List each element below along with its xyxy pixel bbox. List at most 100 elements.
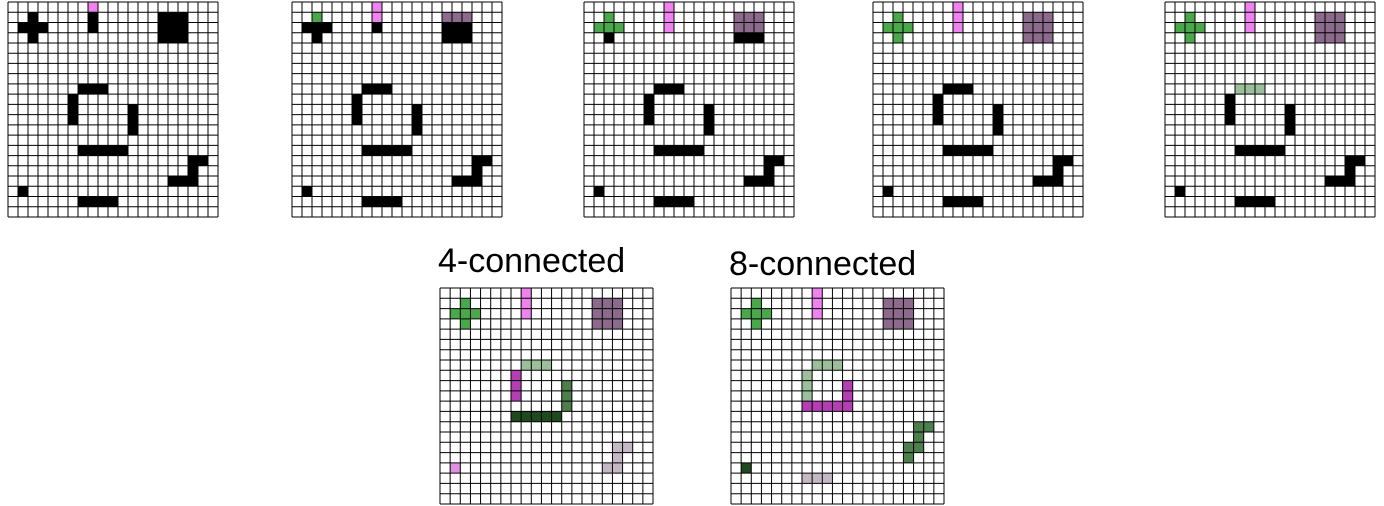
grid-cell-pink [664, 2, 674, 13]
grid-cell-black [118, 145, 128, 156]
grid-cell-light_green [1255, 83, 1265, 95]
grid-cell-purple [754, 22, 764, 33]
grid-cell-mid_green [561, 380, 572, 391]
grid-cell-black [1225, 94, 1235, 105]
grid-cell-black [462, 32, 472, 43]
grid-cell-black [372, 196, 382, 207]
grid-cell-black [178, 22, 188, 33]
grid-cell-black [352, 104, 362, 115]
caption-8-connected: 8-connected [729, 245, 917, 283]
grid-cell-black [472, 176, 482, 187]
grid-cell-purple [462, 12, 472, 23]
grid-cell-green [893, 22, 903, 33]
grid-cell-black [674, 196, 684, 207]
grid-cell-black [452, 32, 462, 43]
grid-cell-green [460, 308, 471, 319]
grid-cell-green [1185, 32, 1195, 43]
grid-cell-black [442, 22, 452, 33]
grid-cell-black [352, 114, 362, 125]
grid-cell-mid_green [923, 421, 934, 432]
grid-cell-black [1325, 176, 1335, 187]
grid-cell-black [452, 176, 462, 187]
grid-cell-purple [442, 12, 452, 23]
grid-cell-black [1063, 155, 1073, 166]
grid-cell-black [108, 145, 118, 156]
grid-cell-green [594, 22, 604, 33]
grid-cell-black [188, 155, 198, 166]
grid-cell-black [88, 12, 98, 23]
grid-cell-black [482, 155, 492, 166]
grid-cell-magenta [842, 401, 853, 412]
grid-cell-black [392, 196, 402, 207]
grid-cell-black [704, 114, 714, 125]
grid-cell-black [402, 145, 412, 156]
grid-cell-black [198, 155, 208, 166]
grid-cell-black [1175, 186, 1185, 197]
grid-cell-black [1043, 176, 1053, 187]
grid-cell-light_gray [612, 452, 623, 463]
grid-cell-pink [372, 12, 382, 23]
grid-cell-black [1033, 176, 1043, 187]
grid-cell-green [1175, 22, 1185, 33]
grid-cell-black [322, 22, 332, 33]
grid-cell-green [1185, 22, 1195, 33]
grid-cell-black [973, 196, 983, 207]
grid-lines [291, 1, 503, 218]
grid-cell-light_gray [802, 473, 813, 484]
grid-cell-black [128, 124, 138, 136]
grid-cell-light_green [1235, 83, 1245, 95]
grid-cell-dark_green [521, 411, 532, 422]
grid-cell-black [372, 145, 382, 156]
grid-panel-result-4-connected [439, 287, 654, 505]
grid-cell-black [993, 114, 1003, 125]
grid-cell-green [312, 12, 322, 23]
grid-cell-purple [744, 22, 754, 33]
grid-cell-purple [734, 22, 744, 33]
grid-cell-purple [612, 308, 623, 319]
grid-cell-green [893, 32, 903, 43]
grid-cell-green [470, 308, 481, 319]
grid-cell-black [178, 176, 188, 187]
grid-cell-magenta [822, 401, 833, 412]
grid-panel-step-1 [7, 1, 219, 218]
grid-cell-black [1255, 145, 1265, 156]
grid-cell-black [68, 94, 78, 105]
grid-cell-magenta [511, 390, 522, 402]
grid-cell-black [382, 145, 392, 156]
grid-cell-black [654, 145, 664, 156]
grid-cell-black [953, 145, 963, 156]
grid-cell-black [452, 22, 462, 33]
grid-cell-purple [1335, 22, 1345, 33]
grid-cell-black [1255, 196, 1265, 207]
grid-cell-green [1185, 12, 1195, 23]
grid-cell-black [1275, 145, 1285, 156]
grid-cell-black [302, 186, 312, 197]
grid-cell-black [953, 83, 963, 95]
grid-cell-black [764, 165, 774, 177]
grid-cell-green [614, 22, 624, 33]
grid-cell-black [943, 83, 953, 95]
grid-cell-pink [664, 12, 674, 23]
grid-cell-black [1285, 104, 1295, 115]
grid-cell-purple [754, 12, 764, 23]
grid-cell-black [993, 124, 1003, 136]
grid-cell-dark_green [511, 411, 522, 422]
grid-cell-dark_green [551, 411, 562, 422]
grid-cell-black [472, 165, 482, 177]
grid-cell-black [68, 114, 78, 125]
grid-cell-light_green [1245, 83, 1255, 95]
grid-cell-black [1355, 155, 1365, 166]
grid-cell-light_green [812, 360, 823, 371]
grid-cell-black [1053, 176, 1063, 187]
grid-cell-black [158, 22, 168, 33]
grid-cell-black [983, 145, 993, 156]
grid-cell-black [382, 196, 392, 207]
grid-cell-purple [1315, 32, 1325, 43]
grid-cell-light_gray [612, 462, 623, 474]
grid-cell-black [704, 104, 714, 115]
grid-cell-light_green [802, 370, 813, 381]
grid-cell-pink [88, 2, 98, 13]
grid-cell-dark_green [531, 411, 542, 422]
grid-cell-purple [883, 298, 894, 309]
grid-cell-black [1345, 155, 1355, 166]
